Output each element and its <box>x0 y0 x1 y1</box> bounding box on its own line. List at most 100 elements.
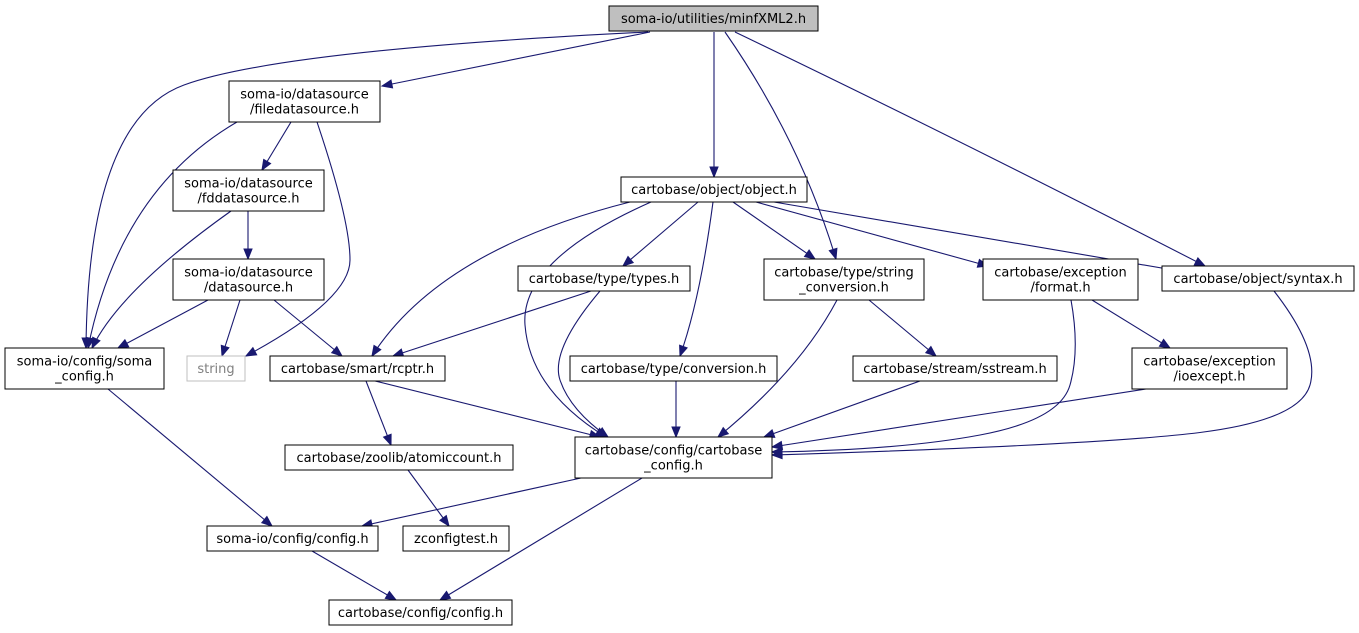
edge-arrowhead <box>384 590 398 601</box>
edge-arrowhead <box>621 255 635 267</box>
node-label-line: cartobase/zoolib/atomiccount.h <box>297 451 502 466</box>
edge-object-to-rcptr <box>371 201 631 358</box>
node-box <box>852 355 1058 382</box>
edge-line <box>311 550 397 601</box>
node-label-line: cartobase/smart/rcptr.h <box>281 362 434 377</box>
node-label-line: _conversion.h <box>798 281 889 296</box>
node-box <box>620 176 808 203</box>
edge-format-to-ioexcept <box>1091 299 1172 349</box>
edge-line <box>734 31 1206 267</box>
node-cartobase-cfg[interactable]: cartobase/config/config.h <box>328 599 513 626</box>
edge-line <box>439 477 643 601</box>
edge-arrowhead <box>244 346 258 357</box>
node-label-line: /ioexcept.h <box>1173 370 1245 385</box>
node-label-line: soma-io/datasource <box>184 177 312 192</box>
edge-line <box>1091 299 1171 349</box>
node-filedatasource[interactable]: soma-io/datasource/filedatasource.h <box>228 80 381 123</box>
node-somaio-config[interactable]: soma-io/config/config.h <box>206 525 379 552</box>
edge-arrowhead <box>382 433 392 447</box>
edge-line <box>717 299 838 438</box>
node-box <box>4 347 165 390</box>
node-string-conversion[interactable]: cartobase/type/string_conversion.h <box>763 258 925 301</box>
node-label-line: _config.h <box>54 370 114 385</box>
edge-line <box>117 299 209 349</box>
edge-root-to-filedatasource <box>380 31 651 89</box>
node-box <box>269 355 446 382</box>
node-format[interactable]: cartobase/exception/format.h <box>982 258 1139 301</box>
edge-root-to-object <box>709 32 719 179</box>
node-box <box>402 525 510 552</box>
node-label-line: soma-io/config/soma <box>17 355 153 370</box>
edge-object-to-types <box>621 201 699 267</box>
edge-arrowhead <box>1158 338 1172 349</box>
node-label-line: /filedatasource.h <box>250 103 359 118</box>
node-types[interactable]: cartobase/type/types.h <box>517 265 691 292</box>
edge-arrowhead <box>371 344 382 358</box>
edge-types-to-cartobase_config <box>557 290 610 438</box>
node-ioexcept[interactable]: cartobase/exception/ioexcept.h <box>1131 347 1288 390</box>
node-label-line: cartobase/exception <box>994 266 1126 281</box>
node-datasource[interactable]: soma-io/datasource/datasource.h <box>172 258 325 301</box>
node-label-line: cartobase/stream/sstream.h <box>863 362 1047 377</box>
edge-arrowhead <box>828 247 838 261</box>
edge-line <box>524 201 652 438</box>
node-root[interactable]: soma-io/utilities/minfXML2.h <box>608 5 819 32</box>
edge-types-to-rcptr <box>391 290 592 358</box>
node-atomiccount[interactable]: cartobase/zoolib/atomiccount.h <box>284 444 514 471</box>
node-cartobase-config[interactable]: cartobase/config/cartobase_config.h <box>574 436 773 479</box>
edge-line <box>557 290 609 438</box>
node-box <box>1161 265 1355 292</box>
edge-datasource-to-string <box>220 299 241 358</box>
edge-object-to-conversion <box>679 201 714 358</box>
node-zconfigtest[interactable]: zconfigtest.h <box>402 525 510 552</box>
edge-arrowhead <box>220 344 230 358</box>
node-box <box>982 258 1139 301</box>
node-sstream[interactable]: cartobase/stream/sstream.h <box>852 355 1058 382</box>
edge-arrowhead <box>439 514 450 528</box>
edge-atomiccount-to-zconfigtest <box>407 469 450 528</box>
edge-root-to-string_conversion <box>724 31 838 261</box>
node-box <box>608 5 819 32</box>
edge-object-to-string_conversion <box>732 201 817 260</box>
node-label-line: string <box>197 362 234 377</box>
edge-fddatasource-to-soma_config <box>91 210 232 350</box>
edge-line <box>91 210 232 349</box>
edge-arrowhead <box>671 426 681 439</box>
edge-rcptr-to-cartobase_config <box>374 380 602 440</box>
edge-ioexcept-to-cartobase_config <box>770 388 1147 451</box>
node-box <box>517 265 691 292</box>
node-label-line: soma-io/config/config.h <box>216 532 368 547</box>
node-fddatasource[interactable]: soma-io/datasource/fddatasource.h <box>172 169 325 212</box>
node-label-line: cartobase/type/types.h <box>529 272 679 287</box>
edge-object-to-cartobase_config <box>524 201 652 438</box>
node-box <box>1131 347 1288 390</box>
node-syntax[interactable]: cartobase/object/syntax.h <box>1161 265 1355 292</box>
node-box <box>574 436 773 479</box>
edge-line <box>771 388 1147 448</box>
edge-cartobase_config-to-somaio_config <box>360 477 582 529</box>
edge-arrowhead <box>709 166 719 179</box>
edge-arrowhead <box>438 590 452 601</box>
edge-arrowhead <box>770 449 783 460</box>
node-object[interactable]: cartobase/object/object.h <box>620 176 808 203</box>
node-label-line: /fddatasource.h <box>197 192 299 207</box>
edge-soma_config-to-somaio_config <box>107 388 274 527</box>
edge-arrowhead <box>762 429 776 438</box>
node-rcptr[interactable]: cartobase/smart/rcptr.h <box>269 355 446 382</box>
edge-filedatasource-to-soma_config <box>85 121 238 350</box>
node-label-line: cartobase/object/object.h <box>631 183 797 198</box>
node-soma-config[interactable]: soma-io/config/soma_config.h <box>4 347 165 390</box>
node-conversion[interactable]: cartobase/type/conversion.h <box>569 355 778 382</box>
node-box <box>186 355 246 382</box>
edge-arrowhead <box>261 158 272 172</box>
edge-line <box>371 201 631 357</box>
edge-line <box>679 201 714 357</box>
node-box <box>284 444 514 471</box>
node-box <box>172 258 325 301</box>
edge-object-to-format <box>755 201 990 268</box>
edge-arrowhead <box>116 338 130 349</box>
edge-arrowhead <box>380 79 394 89</box>
edge-cartobase_config-to-cartobase_cfg <box>438 477 643 601</box>
edge-line <box>771 299 1076 453</box>
